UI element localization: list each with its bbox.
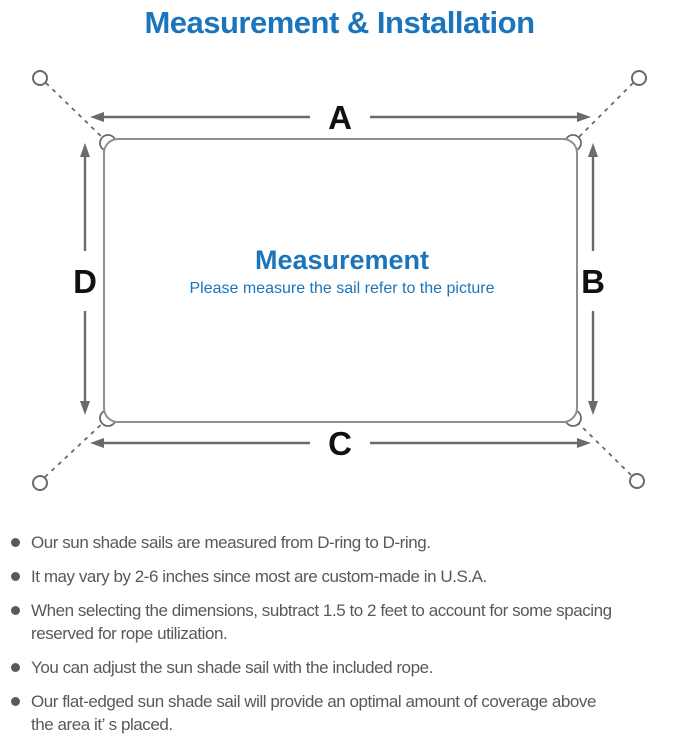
- page-title: Measurement & Installation: [144, 5, 535, 40]
- list-item-text: You can adjust the sun shade sail with t…: [31, 658, 433, 677]
- list-item-text: When selecting the dimensions, subtract …: [31, 601, 612, 643]
- guy-line-bottom-left: [44, 420, 106, 478]
- bullet-icon: [11, 663, 20, 672]
- guy-line-bottom-right: [575, 420, 632, 476]
- bullet-icon: [11, 606, 20, 615]
- dimension-label-b: B: [581, 263, 605, 300]
- diagram-center-subtitle: Please measure the sail refer to the pic…: [189, 280, 494, 297]
- dimension-label-c: C: [328, 425, 352, 462]
- list-item-text: It may vary by 2-6 inches since most are…: [31, 567, 487, 586]
- list-item: When selecting the dimensions, subtract …: [11, 599, 677, 645]
- list-item: Our flat-edged sun shade sail will provi…: [11, 690, 677, 736]
- guy-line-top-left: [45, 82, 106, 141]
- list-item-text: Our flat-edged sun shade sail will provi…: [31, 692, 596, 734]
- list-item: You can adjust the sun shade sail with t…: [11, 656, 677, 679]
- anchor-circle-top-right: [631, 70, 647, 86]
- guy-line-top-right: [575, 82, 634, 141]
- bullet-icon: [11, 538, 20, 547]
- instruction-list: Our sun shade sails are measured from D-…: [0, 531, 679, 736]
- bullet-icon: [11, 572, 20, 581]
- anchor-circle-bottom-right: [629, 473, 645, 489]
- dimension-label-a: A: [328, 99, 352, 136]
- list-item: Our sun shade sails are measured from D-…: [11, 531, 677, 554]
- measurement-diagram: A B C D Measurement Please measure the s…: [32, 70, 647, 491]
- list-item: It may vary by 2-6 inches since most are…: [11, 565, 677, 588]
- bullet-icon: [11, 697, 20, 706]
- anchor-circle-top-left: [32, 70, 48, 86]
- diagram-center-title: Measurement: [255, 245, 429, 275]
- dimension-label-d: D: [73, 263, 97, 300]
- sail-outline: [103, 138, 578, 423]
- anchor-circle-bottom-left: [32, 475, 48, 491]
- list-item-text: Our sun shade sails are measured from D-…: [31, 533, 431, 552]
